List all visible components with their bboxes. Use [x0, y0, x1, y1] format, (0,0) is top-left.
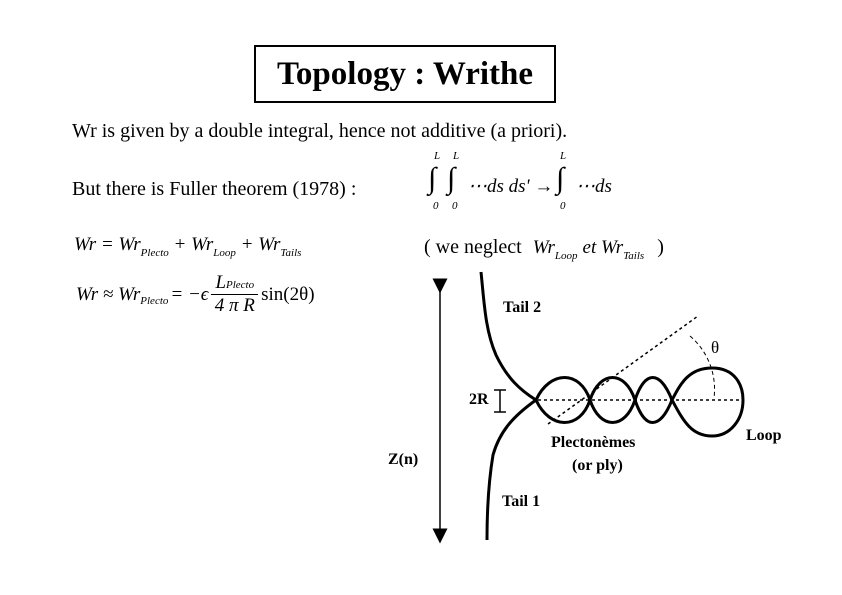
eq1-plus-loop: + Wr	[173, 234, 214, 255]
eq1-sub-loop: Loop	[213, 247, 236, 259]
or-ply-label: (or ply)	[572, 457, 623, 474]
int1-lower: 0	[433, 200, 439, 212]
writhe-sum-equation: Wr = WrPlecto + WrLoop + WrTails	[74, 234, 302, 259]
neglect-sub-loop: Loop	[554, 250, 578, 262]
neglect-close: )	[657, 236, 664, 258]
int3-symbol: ∫	[556, 162, 565, 195]
theta-arc	[689, 335, 716, 399]
eq2-sub-plecto: Plecto	[140, 294, 169, 307]
eq2-num-sub: Plecto	[226, 279, 255, 291]
eq2-num: L	[215, 272, 227, 293]
neglect-et: et Wr	[582, 237, 624, 258]
page-title: Topology : Writhe	[254, 45, 556, 103]
int1-symbol: ∫	[428, 162, 437, 195]
eq2-tail: sin(2θ)	[261, 283, 315, 305]
plecto-upper-strand	[534, 376, 674, 405]
eq2-mid: = −ϵ	[170, 283, 209, 305]
eq1-sub-tails: Tails	[280, 247, 302, 259]
neglect-note: ( we neglect WrLoop et WrTails )	[424, 236, 664, 262]
neglect-open: ( we neglect	[424, 236, 522, 258]
eq1-lhs: Wr = Wr	[74, 234, 141, 255]
neglect-wr: Wr	[532, 237, 555, 258]
eq2-den: 4 π R	[214, 295, 255, 316]
intro-line: Wr is given by a double integral, hence …	[72, 120, 568, 142]
plectonemes-label: Plectonèmes	[551, 434, 636, 451]
plecto-lower-strand	[534, 395, 674, 424]
fuller-line: But there is Fuller theorem (1978) :	[72, 178, 357, 200]
tail1-label: Tail 1	[502, 493, 541, 510]
loop-label: Loop	[746, 427, 782, 444]
eq1-plus-tails: + Wr	[240, 234, 281, 255]
int1-upper: L	[434, 150, 441, 162]
int3-upper: L	[560, 150, 567, 162]
int-right-expr: ⋯ds	[576, 176, 612, 197]
eq2-lhs: Wr ≈ Wr	[76, 283, 141, 305]
loop-curve	[670, 366, 745, 438]
inclined-dotted-line	[547, 315, 699, 425]
tail2-curve	[479, 271, 537, 402]
int2-lower: 0	[452, 200, 458, 212]
neglect-sub-tails: Tails	[623, 250, 645, 262]
eq2-fraction: LPlecto 4 π R	[211, 272, 259, 317]
eq1-sub-plecto: Plecto	[140, 247, 169, 259]
tail1-curve	[485, 398, 537, 541]
int2-symbol: ∫	[447, 162, 456, 195]
tail2-label: Tail 2	[503, 299, 542, 316]
theta-label: θ	[711, 338, 720, 357]
two-r-label: 2R	[469, 391, 489, 408]
zn-label: Z(n)	[388, 451, 419, 468]
int-left-expr: ⋯ds ds' →	[468, 176, 554, 197]
int3-lower: 0	[560, 200, 566, 212]
int2-upper: L	[453, 150, 460, 162]
